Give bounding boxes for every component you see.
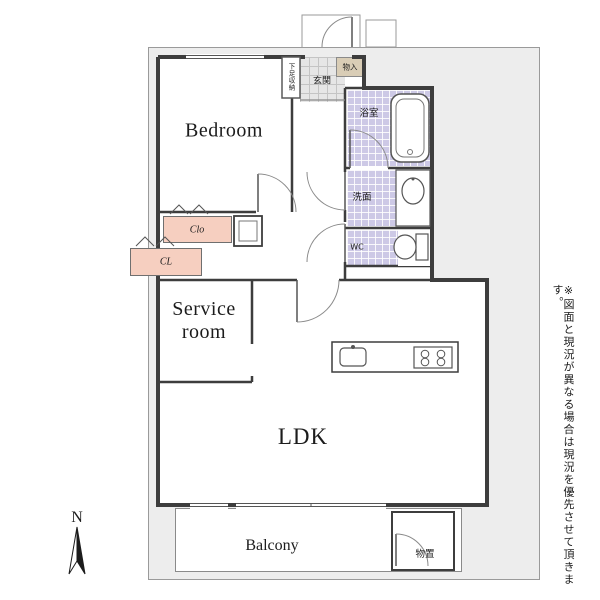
closet-clo-label: Clo	[189, 224, 205, 236]
ldk-label: LDK	[277, 424, 329, 449]
entrance-alcove	[301, 14, 397, 48]
closet-door-marks	[135, 204, 209, 247]
balcony-label: Balcony	[245, 537, 299, 554]
washroom-floor	[347, 170, 396, 226]
shed-label: 物置	[415, 549, 435, 560]
kitchen-counter	[331, 341, 459, 373]
unit-lower-block	[158, 280, 487, 505]
compass-north-label: N	[71, 509, 83, 526]
service-room-label-line2: room	[181, 321, 227, 343]
door-swings	[257, 16, 389, 323]
storage-box-label: 物入	[342, 62, 358, 72]
compass-needle	[68, 526, 86, 575]
bathtub-icon	[390, 93, 430, 163]
washroom-label: 洗面	[352, 192, 372, 203]
wc-floor	[347, 230, 398, 266]
storage-shed	[391, 511, 455, 571]
partition-walls	[158, 57, 432, 384]
toilet-icon	[393, 230, 430, 266]
bedroom-label: Bedroom	[185, 119, 263, 142]
sink-icon	[395, 169, 431, 227]
closet-cl-label: CL	[159, 256, 173, 268]
stove-icon	[413, 346, 453, 369]
wc-label: WC	[350, 242, 364, 252]
closet-cl	[130, 248, 202, 276]
service-room-label: Service room	[172, 298, 235, 344]
service-room-label-line1: Service	[172, 298, 236, 320]
bathroom-label: 浴室	[359, 108, 379, 119]
duct-shaft	[233, 215, 263, 247]
disclaimer-text: ※図面と現況が異なる場合は現況を優先させて頂きます。	[551, 284, 575, 586]
windows	[186, 54, 386, 509]
shoe-storage-label: 下足収納	[287, 63, 295, 91]
closet-clo	[163, 216, 232, 243]
genkan-label: 玄関	[312, 76, 332, 87]
shoe-storage-box	[281, 56, 301, 99]
